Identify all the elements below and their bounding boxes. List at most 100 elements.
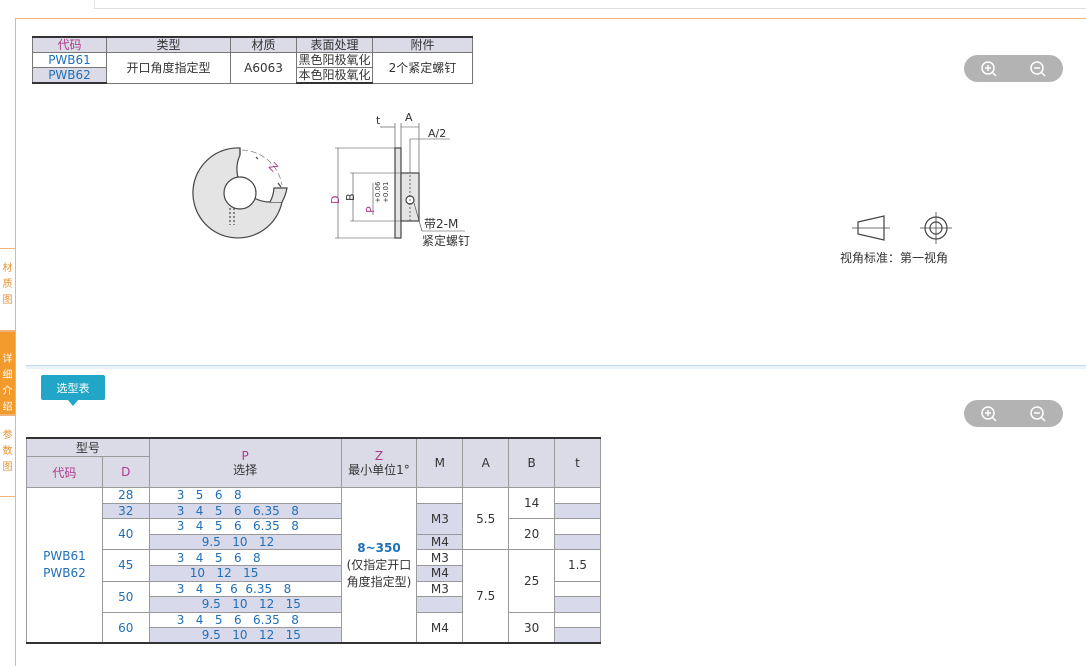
t-spacer [554, 596, 601, 613]
p-values: 9.5 10 12 15 [148, 627, 342, 644]
p-values: 3 4 5 6 6.35 8 [148, 580, 342, 598]
spec-finish-1: 黑色阳极氧化 [296, 52, 373, 68]
d-value: 50 [101, 580, 150, 613]
table-row: 60 3 4 5 6 6.35 8 M4 30 [27, 611, 601, 644]
zoom-controls-top [964, 55, 1063, 82]
view-standard-text: 视角标准：第一视角 [840, 251, 949, 265]
zoom-out-icon [1030, 60, 1046, 77]
m-value [416, 596, 464, 613]
label-a-half: A/2 [428, 127, 446, 140]
spec-accessory: 2个紧定螺钉 [372, 52, 473, 84]
m-value: M4 [416, 564, 464, 582]
b-value: 14 [508, 486, 556, 520]
side-view [335, 123, 465, 239]
tab-material-drawing[interactable]: 材质图 [0, 248, 16, 331]
content-panel [15, 18, 1086, 666]
m-value: M4 [416, 611, 464, 644]
label-a: A [405, 111, 413, 124]
table-row: 50 3 4 5 6 6.35 8 M3 [27, 580, 601, 613]
front-view [192, 147, 288, 239]
spec-header-accessory: 附件 [372, 36, 473, 53]
label-screw-2: 紧定螺钉 [422, 233, 470, 248]
b-value: 25 [508, 549, 556, 613]
m-value [416, 487, 464, 504]
d-value: 28 [101, 487, 150, 504]
t-spacer [554, 627, 601, 644]
p-values: 9.5 10 12 [148, 533, 342, 551]
d-value: 45 [101, 549, 150, 582]
spec-type: 开口角度指定型 [106, 52, 231, 84]
p-values: 3 4 5 6 8 [148, 549, 342, 566]
header-d: D [101, 456, 150, 488]
p-values: 3 4 5 6 6.35 8 [148, 518, 342, 535]
a-value: 5.5 [462, 486, 510, 551]
table-row: 40 3 4 5 6 6.35 8 20 [27, 518, 601, 551]
spec-header-material: 材质 [230, 36, 297, 53]
spec-header-code: 代码 [32, 36, 107, 53]
side-tabs: 材质图 详细介绍 参数图 [0, 248, 16, 497]
p-values: 3 4 5 6 6.35 8 [148, 611, 342, 629]
header-m: M [416, 437, 464, 488]
p-values: 9.5 10 12 15 [148, 596, 342, 613]
d-value: 60 [101, 611, 150, 644]
first-angle-projection-icon [852, 212, 952, 244]
spec-finish-2: 本色阳极氧化 [296, 67, 373, 84]
spec-material: A6063 [230, 52, 297, 84]
zoom-in-button[interactable] [978, 58, 1000, 80]
m-value: M3 [416, 502, 464, 535]
tab-details[interactable]: 详细介绍 [0, 331, 16, 415]
t-spacer [554, 487, 601, 504]
zoom-controls-bottom [964, 400, 1063, 427]
b-value: 30 [508, 611, 556, 644]
t-value: 1.5 [554, 549, 601, 582]
spec-code-1: PWB61 [32, 52, 107, 68]
spec-header-type: 类型 [106, 36, 231, 53]
m-value: M3 [416, 549, 464, 566]
header-b: B [508, 437, 556, 488]
t-spacer [554, 518, 601, 535]
zoom-in-icon [981, 60, 997, 77]
technical-drawing: Z t A A/2 D B P +0.06 +0.01 带2-M 紧定螺钉 [192, 111, 470, 248]
label-t: t [376, 114, 381, 127]
section-divider [26, 365, 1086, 369]
spec-header-finish: 表面处理 [296, 36, 373, 53]
label-z: Z [266, 160, 281, 175]
zoom-out-button-2[interactable] [1027, 403, 1049, 425]
t-spacer [554, 533, 601, 551]
header-t: t [554, 437, 601, 488]
b-value: 20 [508, 518, 556, 551]
t-spacer [554, 502, 601, 520]
tab-parameters[interactable]: 参数图 [0, 415, 16, 497]
zoom-in-button-2[interactable] [978, 403, 1000, 425]
table-row: 32 3 4 5 6 6.35 8 M3 [26, 502, 601, 535]
p-values: 10 12 15 [148, 564, 342, 582]
spec-table: 代码 类型 材质 表面处理 附件 PWB61 开口角度指定型 A6063 黑色阳… [32, 36, 473, 84]
m-value: M3 [416, 580, 464, 598]
zoom-in-icon [981, 405, 997, 422]
d-value: 32 [101, 502, 150, 520]
zoom-out-button[interactable] [1027, 58, 1049, 80]
z-cell: 8~350(仅指定开口角度指定型) [340, 487, 418, 644]
label-p: P [364, 206, 377, 213]
spec-code-2: PWB62 [32, 67, 107, 84]
a-value: 7.5 [462, 549, 510, 644]
header-model: 型号 [26, 437, 150, 457]
table-row: 9.5 10 12 M4 [26, 533, 601, 551]
table-row: 45 3 4 5 6 8 M3 7.5 25 1.5 [27, 549, 601, 644]
label-tol-dn: +0.01 [382, 182, 390, 203]
p-values: 3 5 6 8 [148, 487, 342, 504]
header-code: 代码 [26, 456, 103, 488]
label-b: B [344, 193, 357, 201]
label-tol-up: +0.06 [374, 181, 382, 203]
t-spacer [554, 580, 601, 598]
m-value: M4 [416, 533, 464, 551]
selection-table-tag[interactable]: 选型表 [41, 375, 105, 406]
zoom-out-icon [1030, 405, 1046, 422]
t-spacer [554, 611, 601, 629]
header-a: A [462, 437, 510, 488]
